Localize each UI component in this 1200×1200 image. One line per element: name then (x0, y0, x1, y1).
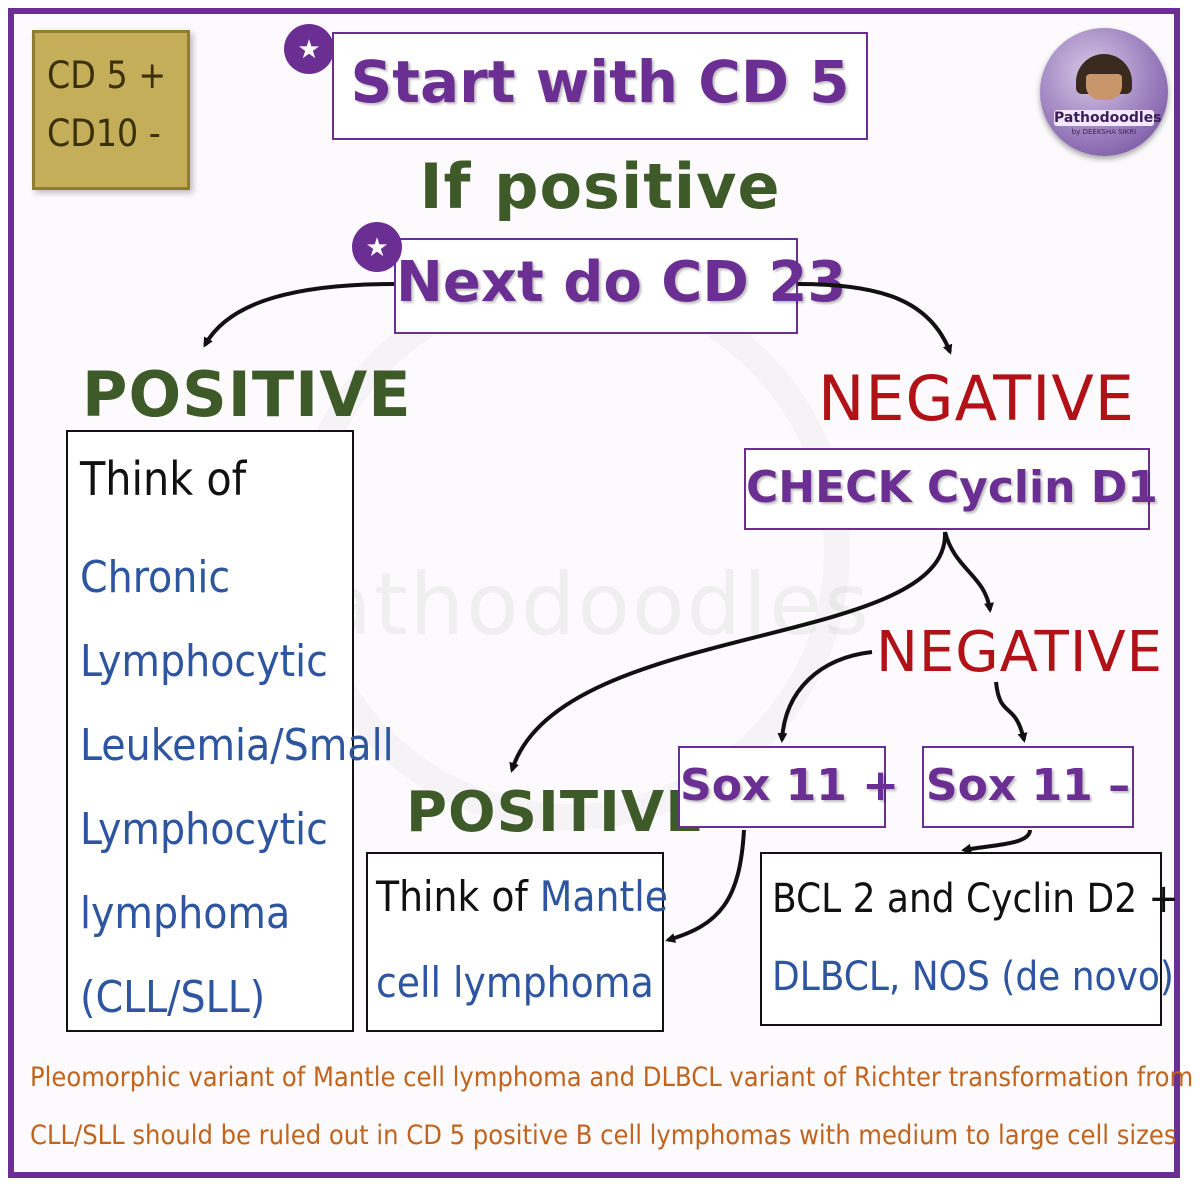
cyclin-d1-title: CHECK Cyclin D1 (746, 462, 1158, 513)
logo-label: Pathodoodles (1054, 110, 1162, 126)
cll-line: Lymphocytic (80, 636, 328, 687)
cll-line: Lymphocytic (80, 804, 328, 855)
sox11-positive-box: Sox 11 + (678, 746, 900, 828)
left-positive-label: POSITIVE (82, 358, 412, 431)
cll-line: Leukemia/Small (80, 720, 394, 771)
cyclin-d1-box: CHECK Cyclin D1 (744, 448, 1158, 530)
cll-line: Chronic (80, 552, 231, 603)
cll-box: Think of Chronic Lymphocytic Leukemia/Sm… (66, 430, 394, 1032)
cyclin-negative-label: NEGATIVE (876, 620, 1164, 685)
right-negative-label: NEGATIVE (818, 362, 1135, 435)
dlbcl-line-2: DLBCL, NOS (de novo) (772, 954, 1174, 1000)
note-line-2: CD10 - (47, 112, 161, 155)
mantle-diagnosis-part1: Mantle (539, 872, 669, 921)
cyclin-positive-label: POSITIVE (406, 780, 705, 845)
footer-line-1: Pleomorphic variant of Mantle cell lymph… (30, 1062, 1194, 1093)
arrow-sox-negative-to-dlbcl (961, 829, 1032, 854)
sox11-negative-label: Sox 11 – (925, 760, 1131, 811)
mantle-line-1: Think of Mantle (376, 872, 668, 921)
step1-title: Start with CD 5 (350, 48, 850, 116)
marker-note: CD 5 + CD10 - (32, 30, 190, 190)
arrow-sox-positive-to-mantle (665, 829, 746, 943)
footer-line-2: CLL/SLL should be ruled out in CD 5 posi… (30, 1120, 1177, 1151)
sox11-positive-label: Sox 11 + (680, 760, 900, 811)
mantle-think-of: Think of (376, 872, 528, 921)
cll-line: (CLL/SLL) (80, 972, 266, 1023)
mantle-diagnosis-part2: cell lymphoma (376, 958, 654, 1007)
sox11-negative-box: Sox 11 – (922, 746, 1134, 828)
watermark: Pathodoodles (269, 555, 871, 655)
arrow-negative-to-sox-positive (777, 650, 873, 743)
cll-think-of: Think of (80, 452, 247, 506)
arrow-cd23-to-positive (203, 282, 395, 348)
star-icon: ★ (284, 24, 334, 74)
step1-box: Start with CD 5 (332, 32, 868, 140)
cll-diagnosis: Chronic Lymphocytic Leukemia/Small Lymph… (80, 536, 394, 1040)
step2-box: Next do CD 23 (394, 238, 847, 334)
arrow-cyclin-to-positive (509, 531, 948, 773)
logo-subtitle: by DEEKSHA SIKRI (1071, 128, 1137, 136)
arrow-cd23-to-negative (797, 282, 953, 355)
arrow-negative-to-sox-negative (994, 681, 1028, 743)
note-line-1: CD 5 + (47, 54, 167, 97)
mantle-box: Think of Mantle cell lymphoma (366, 852, 668, 1032)
arrow-cyclin-to-negative (943, 531, 994, 613)
dlbcl-box: BCL 2 and Cyclin D2 + DLBCL, NOS (de nov… (760, 852, 1179, 1026)
step2-title: Next do CD 23 (396, 250, 847, 315)
brand-logo: Pathodoodles by DEEKSHA SIKRI (1040, 28, 1168, 156)
logo-face (1086, 74, 1122, 100)
cll-line: lymphoma (80, 888, 291, 939)
if-positive-label: If positive (419, 150, 781, 223)
star-icon: ★ (352, 222, 402, 272)
dlbcl-line-1: BCL 2 and Cyclin D2 + (772, 876, 1179, 922)
